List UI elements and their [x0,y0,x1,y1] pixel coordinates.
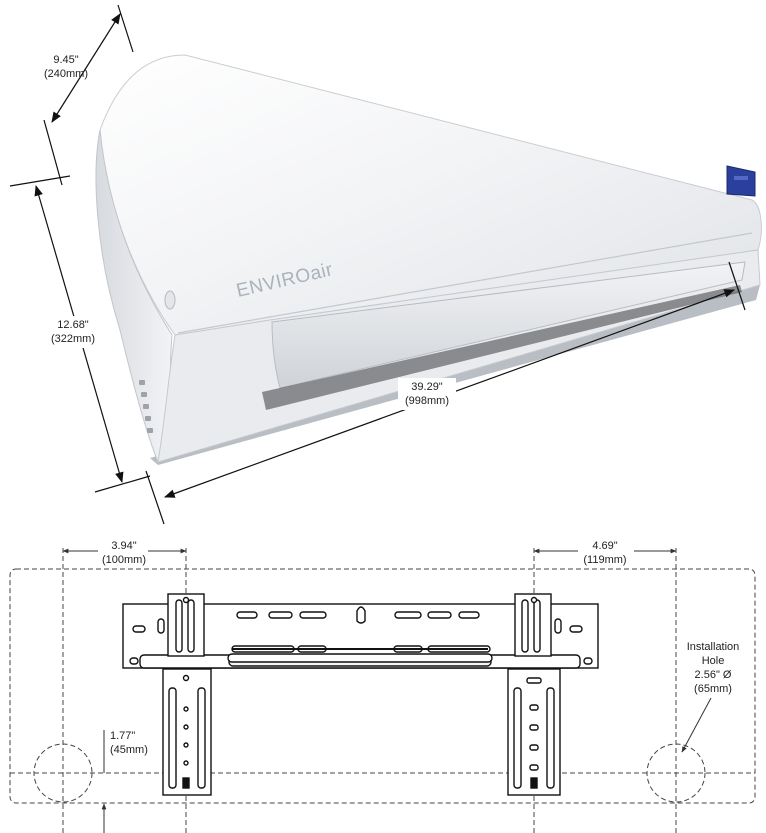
depth-imperial: 9.45" [53,54,78,66]
mounting-bracket-diagram: 3.94" (100mm) 4.69" (119mm) 1.77" (45mm)… [9,537,756,833]
hole-label-line2: Hole [702,655,725,667]
display-led [734,176,748,180]
installation-hole-left [33,743,93,803]
height-metric: (322mm) [51,333,95,345]
left-offset-imperial: 3.94" [111,540,136,552]
installation-hole-right [646,743,706,803]
right-offset-imperial: 4.69" [592,540,617,552]
display-panel [726,165,756,197]
depth-metric: (240mm) [44,68,88,80]
right-offset-metric: (119mm) [583,554,626,566]
height-dimension: 12.68" (322mm) [9,175,151,493]
unit-outline-dashed [9,568,756,804]
left-offset-dimension: 3.94" (100mm) [62,537,187,567]
bottom-offset-metric: (45mm) [110,744,148,756]
height-imperial: 12.68" [57,319,89,331]
depth-dimension: 9.45" (240mm) [43,4,134,186]
bottom-offset-dimension: 1.77" (45mm) [101,730,148,833]
right-offset-dimension: 4.69" (119mm) [533,537,677,567]
hole-metric: (65mm) [694,683,732,695]
side-knob [164,290,176,310]
width-imperial: 39.29" [411,381,443,393]
left-offset-metric: (100mm) [102,554,146,566]
installation-hole-callout: Installation Hole 2.56" Ø (65mm) [681,641,740,753]
bracket-left-leg [162,593,212,796]
width-dimension: 39.29" (998mm) [145,261,746,525]
bracket-right-leg [507,593,561,796]
hole-label-line1: Installation [687,641,740,653]
side-vents [139,380,153,433]
width-metric: (998mm) [405,395,449,407]
bottom-offset-imperial: 1.77" [110,730,135,742]
reference-lines [10,548,755,833]
hole-size: 2.56" Ø [695,669,732,681]
